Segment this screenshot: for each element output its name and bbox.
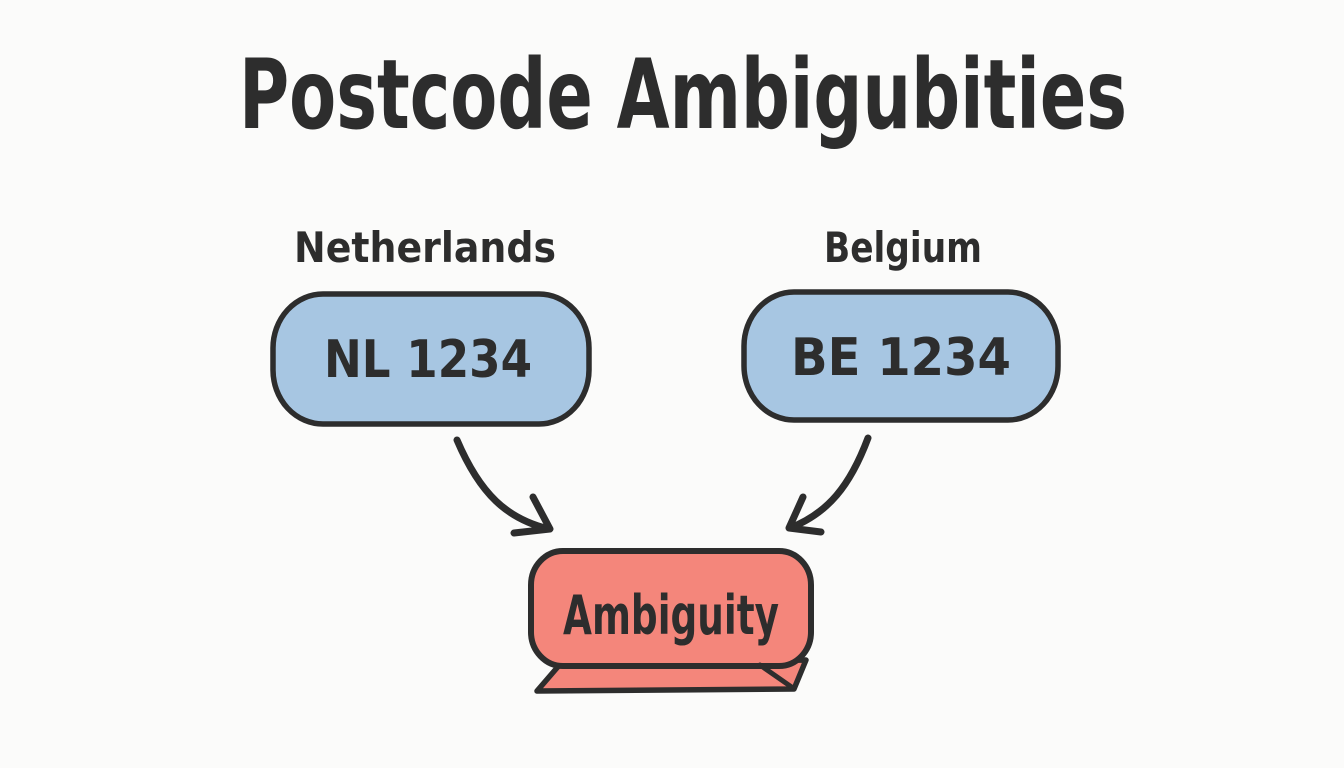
netherlands-postcode-box — [270, 291, 592, 427]
arrow-belgium-to-ambiguity — [785, 434, 872, 536]
arrow-left-head — [510, 493, 554, 537]
ambiguity-box — [528, 548, 814, 669]
belgium-postcode: BE 1234 — [791, 328, 1011, 388]
arrow-right-shaft — [786, 434, 872, 532]
netherlands-label: Netherlands — [294, 223, 556, 272]
belgium-label: Belgium — [824, 223, 982, 272]
arrow-right-head — [785, 493, 825, 536]
arrow-netherlands-to-ambiguity — [453, 436, 554, 537]
diagram-title: Postcode Ambigubities — [239, 39, 1127, 151]
ribbon-fold-line — [757, 662, 796, 691]
netherlands-postcode: NL 1234 — [324, 330, 532, 390]
arrow-left-shaft — [453, 436, 553, 533]
belgium-postcode-box — [741, 289, 1061, 423]
ambiguity-label: Ambiguity — [563, 584, 779, 647]
